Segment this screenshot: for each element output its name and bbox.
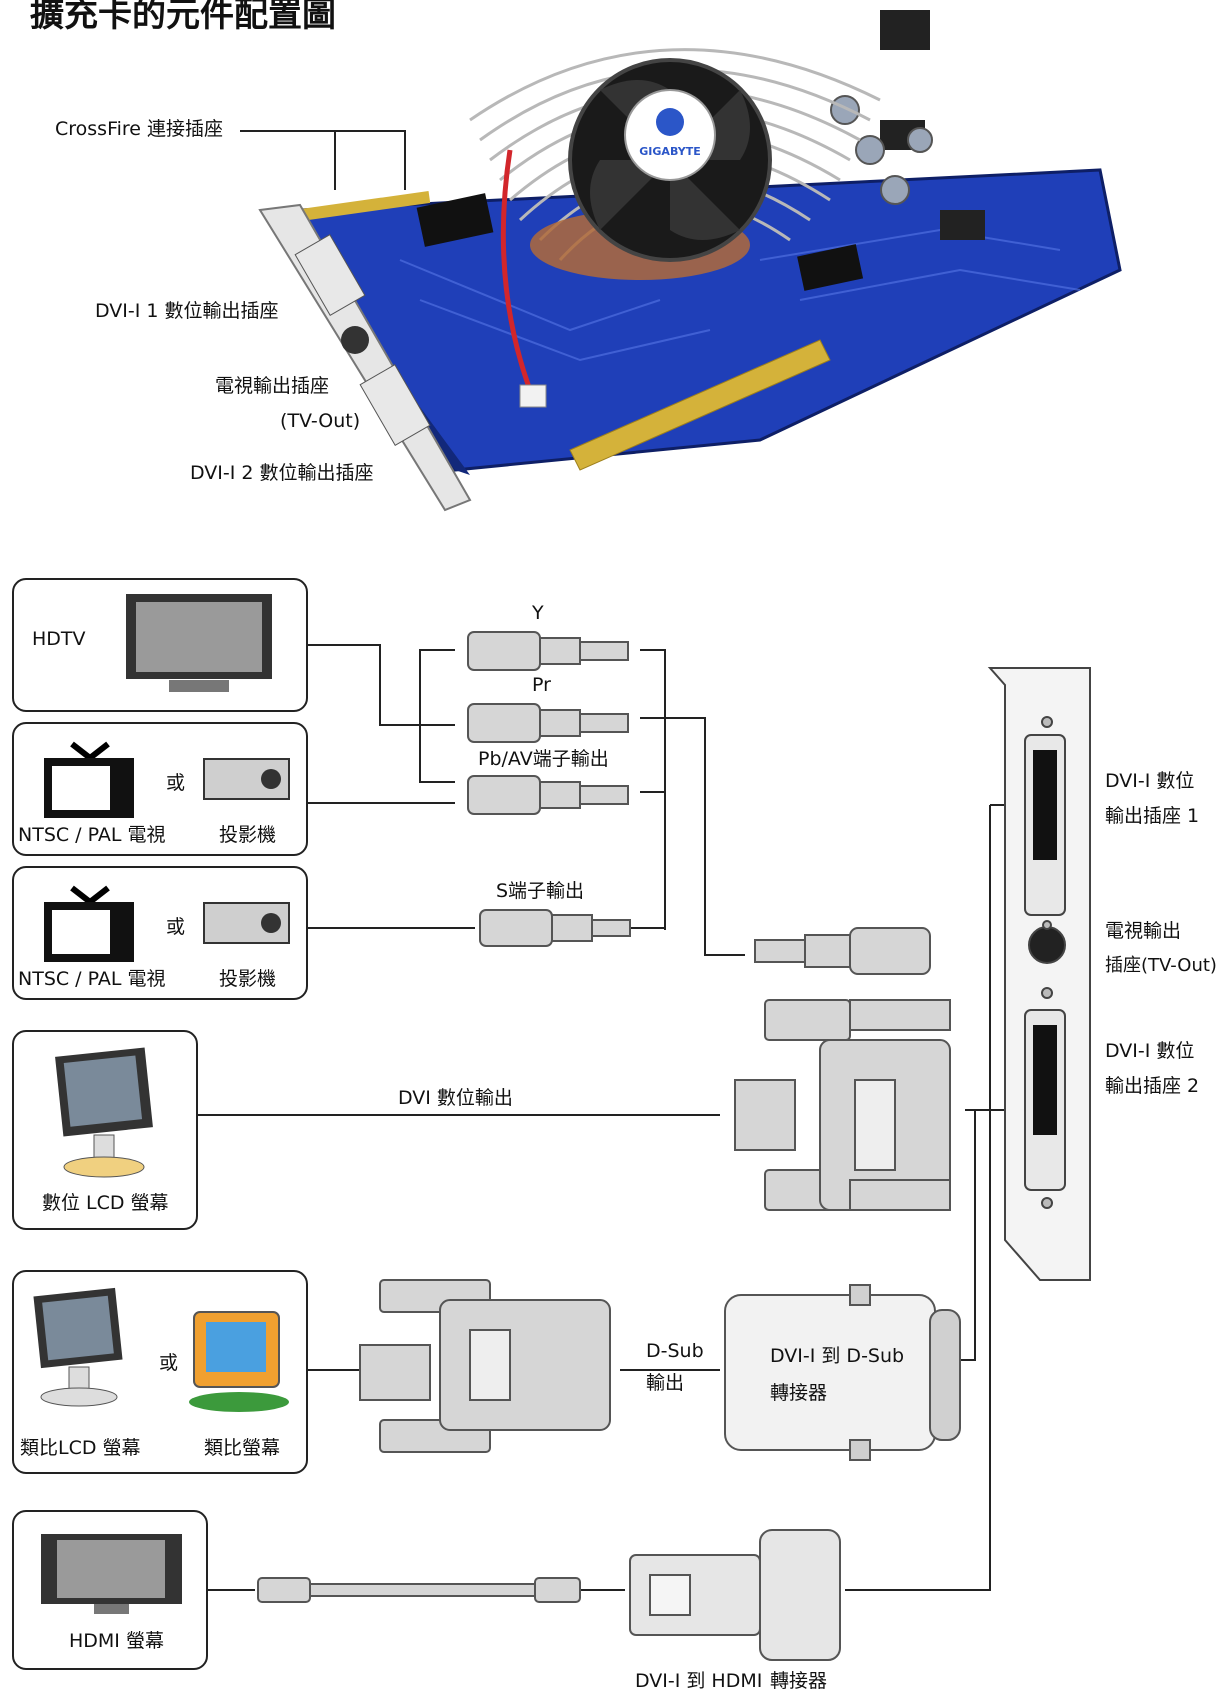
digital-lcd-label: 數位 LCD 螢幕 [42,1192,169,1214]
dvi1-connector-label: DVI-I 1 數位輸出插座 [95,300,279,322]
dvi-dsub-adapter-label-2: 轉接器 [770,1382,828,1404]
page-title: 擴充卡的元件配置圖 [30,0,336,35]
tv-icon [44,885,134,962]
tv-icon [44,741,134,818]
s-tv-label: NTSC / PAL 電視 [18,968,166,990]
tv-out-connector-label: 電視輸出插座 [215,375,330,397]
dvi-dsub-adapter-label: DVI-I 到 D-Sub [770,1345,905,1367]
hdtv-label: HDTV [32,628,86,650]
bracket-dvi1-label-2: 輸出插座 1 [1105,805,1200,827]
hdtv-box: HDTV [12,578,308,712]
bracket-tv-label-2: 插座(TV-Out) [1105,955,1217,976]
dvi-hdmi-adapter-label-2: 轉接器 [770,1670,828,1692]
dvi-hdmi-adapter-label: DVI-I 到 HDMI [635,1670,763,1692]
dsub-out-label: D-Sub [646,1340,704,1362]
projector-icon [203,758,290,800]
projector-icon [203,902,290,944]
component-plugs [467,631,931,975]
bracket-dvi1-label: DVI-I 數位 [1105,770,1195,792]
dsub-out-label-2: 輸出 [646,1372,685,1394]
y-label: Y [532,602,544,624]
hdmi-monitor-label: HDMI 螢幕 [69,1630,164,1652]
tv-out-connector-label-2: (TV-Out) [280,410,361,432]
or-label: 或 [166,772,186,794]
hdmi-monitor-icon [41,1534,182,1614]
hdmi-cable [257,1577,581,1603]
digital-lcd-box: 數位 LCD 螢幕 [12,1030,198,1230]
analog-crt-label: 類比螢幕 [204,1437,281,1459]
s-projector-label: 投影機 [219,968,277,990]
hdmi-monitor-box: HDMI 螢幕 [12,1510,208,1670]
dsub-connector [359,1279,611,1453]
crt-monitor-icon [189,1311,289,1412]
av-projector-label: 投影機 [219,824,277,846]
dvi-out-label: DVI 數位輸出 [398,1087,513,1109]
av-tv-label: NTSC / PAL 電視 [18,824,166,846]
analog-monitor-box: 或 類比LCD 螢幕 類比螢幕 [12,1270,308,1474]
dvi2-connector-label: DVI-I 2 數位輸出插座 [190,462,374,484]
or-label: 或 [166,916,186,938]
s-tv-box: 或 NTSC / PAL 電視 投影機 [12,866,308,1000]
dvi-hdmi-adapter [629,1529,841,1661]
or-label: 或 [159,1352,179,1374]
analog-lcd-label: 類比LCD 螢幕 [20,1437,141,1459]
pr-label: Pr [532,674,551,696]
lcd-monitor-icon [33,1287,123,1407]
pb-av-label: Pb/AV端子輸出 [478,748,609,770]
dvi-connector [734,999,951,1211]
crossfire-connector-label: CrossFire 連接插座 [55,118,224,140]
lcd-monitor-icon [55,1047,153,1178]
dvi-dsub-adapter [724,1284,961,1461]
graphics-card-illustration: GIGABYTE [258,10,1122,512]
bracket-tv-label: 電視輸出 [1105,920,1182,942]
av-tv-box: 或 NTSC / PAL 電視 投影機 [12,722,308,856]
brand-logo: GIGABYTE [639,145,700,158]
s-video-label: S端子輸出 [496,880,585,902]
hdtv-icon [126,594,272,692]
bracket-dvi2-label-2: 輸出插座 2 [1105,1075,1200,1097]
bracket-dvi2-label: DVI-I 數位 [1105,1040,1195,1062]
